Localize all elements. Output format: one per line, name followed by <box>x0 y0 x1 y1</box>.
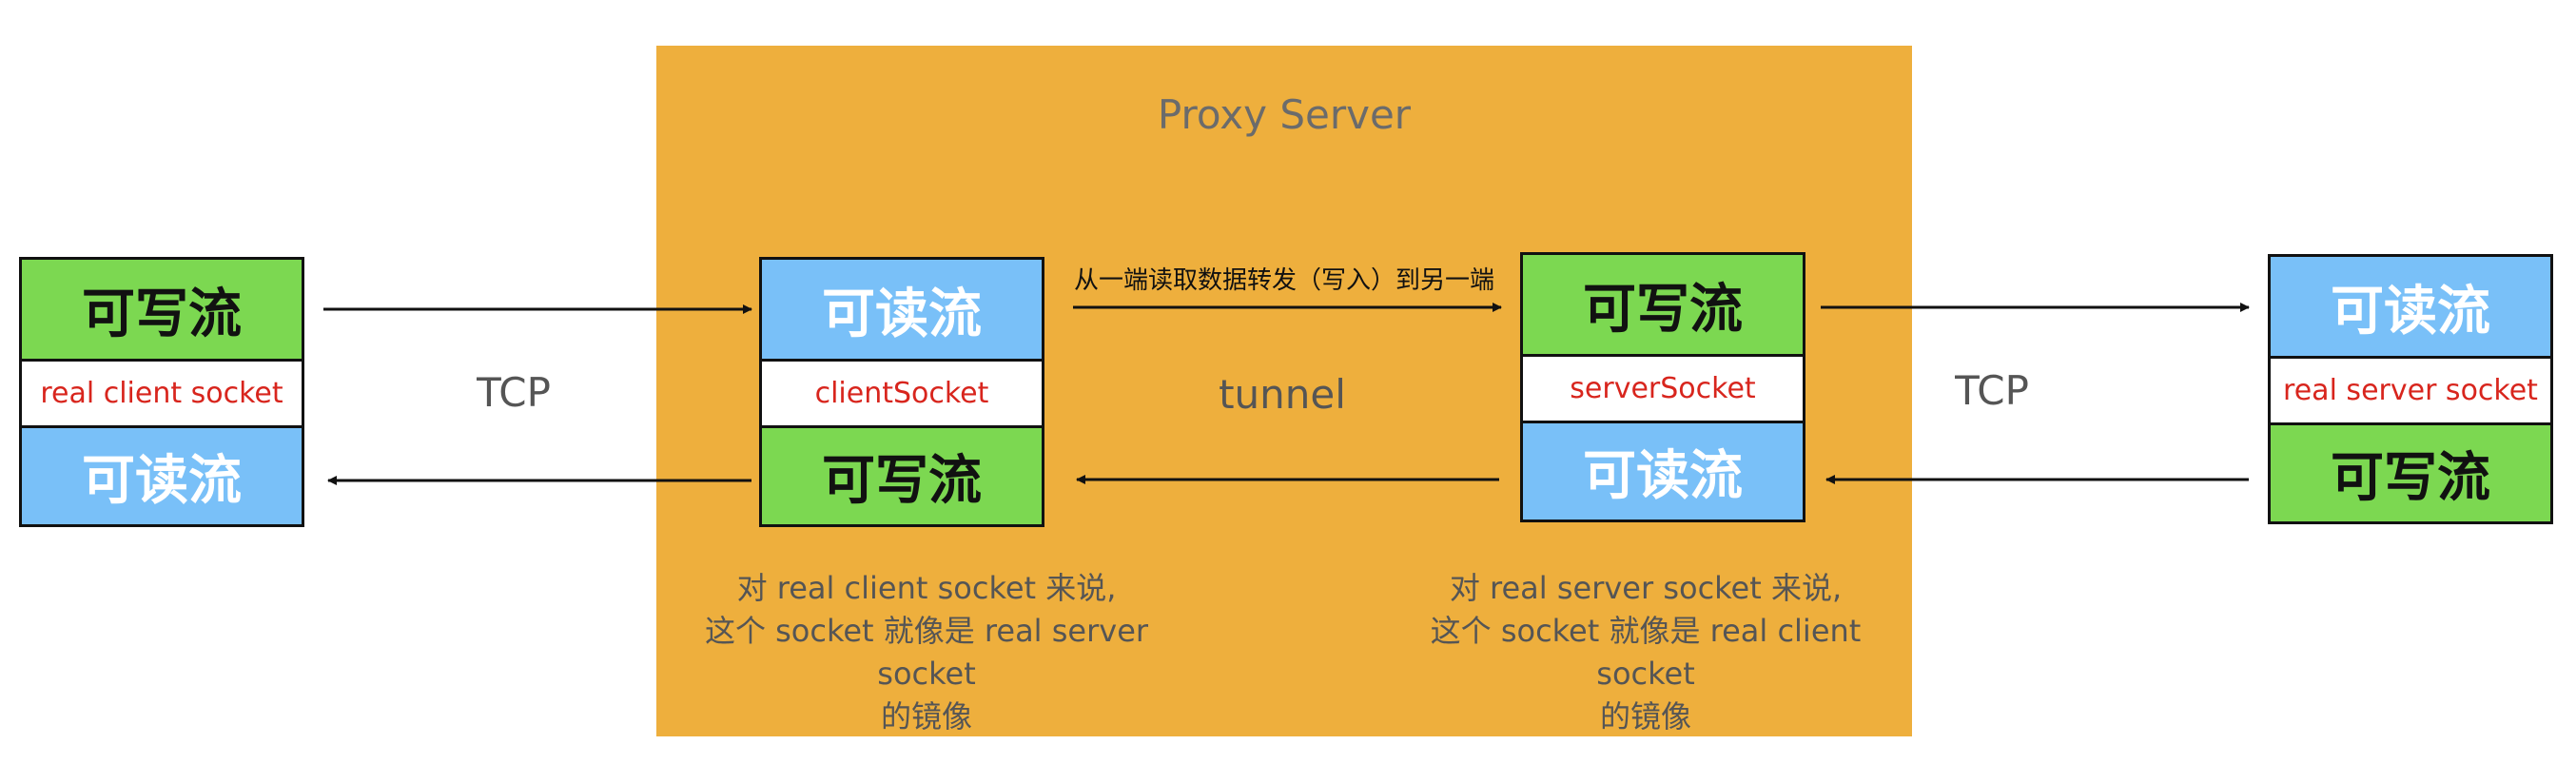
proxy-server-title: Proxy Server <box>1157 91 1412 138</box>
server-socket-readable-stream: 可读流 <box>1523 421 1803 519</box>
server-socket-label: serverSocket <box>1523 354 1803 421</box>
client-socket-note: 对 real client socket 来说, 这个 socket 就像是 r… <box>660 567 1193 738</box>
client-socket-writable-stream: 可写流 <box>762 425 1042 524</box>
server-socket-writable-stream: 可写流 <box>1523 255 1803 354</box>
transfer-label: 从一端读取数据转发（写入）到另一端 <box>1073 266 1494 295</box>
client-note-line-1: 对 real client socket 来说, <box>736 570 1117 606</box>
client-note-line-3: 的镜像 <box>880 698 972 735</box>
real-client-readable-stream: 可读流 <box>22 425 302 524</box>
client-socket-label: clientSocket <box>762 359 1042 425</box>
real-client-socket-label: real client socket <box>22 359 302 425</box>
real-server-socket: 可读流 real server socket 可写流 <box>2268 254 2553 524</box>
real-server-writable-stream: 可写流 <box>2271 422 2550 521</box>
server-note-line-1: 对 real server socket 来说, <box>1449 570 1843 606</box>
server-note-line-2: 这个 socket 就像是 real client socket <box>1430 613 1862 692</box>
client-socket: 可读流 clientSocket 可写流 <box>759 257 1044 527</box>
server-note-line-3: 的镜像 <box>1599 698 1691 735</box>
real-client-socket: 可写流 real client socket 可读流 <box>19 257 304 527</box>
client-note-line-2: 这个 socket 就像是 real server socket <box>704 613 1149 692</box>
real-client-writable-stream: 可写流 <box>22 260 302 359</box>
tcp-label-right: TCP <box>1955 367 2029 414</box>
real-server-readable-stream: 可读流 <box>2271 257 2550 356</box>
client-socket-readable-stream: 可读流 <box>762 260 1042 359</box>
real-server-socket-label: real server socket <box>2271 356 2550 422</box>
server-socket-note: 对 real server socket 来说, 这个 socket 就像是 r… <box>1379 567 1912 738</box>
tunnel-label: tunnel <box>1219 371 1346 418</box>
tcp-label-left: TCP <box>477 369 551 416</box>
server-socket: 可写流 serverSocket 可读流 <box>1520 252 1805 522</box>
